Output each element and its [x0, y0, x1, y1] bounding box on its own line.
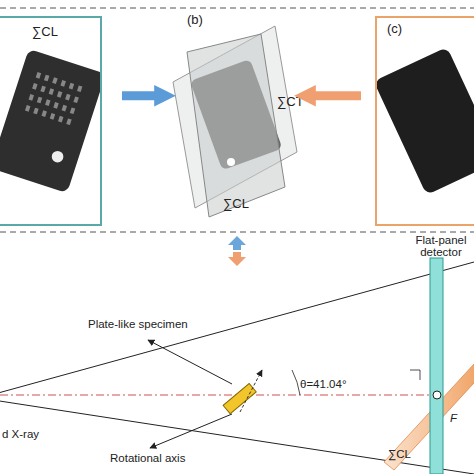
- flow-arrow: [122, 91, 165, 100]
- panel-label: (c): [387, 21, 402, 36]
- leader-line: [148, 340, 232, 384]
- separator-line: [0, 8, 474, 9]
- plane-label: ∑CT: [277, 94, 304, 109]
- detector-label: Flat-panel detector: [405, 234, 474, 258]
- right-angle-mark: [410, 370, 420, 380]
- plane-pair: (b) ∑CT ∑CL: [165, 12, 305, 222]
- specimen-image: [0, 18, 100, 224]
- double-arrow: [228, 236, 246, 266]
- plate-specimen: [223, 383, 256, 413]
- panel-label: (b): [187, 12, 203, 27]
- beam-line: [0, 262, 474, 398]
- leader-line: [150, 414, 232, 448]
- center-line: [0, 395, 437, 396]
- specimen-image: [377, 18, 474, 224]
- panel-box: (c): [375, 16, 474, 226]
- flat-panel-detector: [430, 258, 443, 474]
- source-label: d X-ray: [2, 428, 82, 440]
- point-label: F: [450, 412, 470, 424]
- panel-box: ∑CL: [0, 16, 102, 226]
- plane-label: ∑CL: [223, 196, 249, 211]
- rotation-center: [433, 391, 441, 399]
- flow-arrow: [305, 91, 361, 100]
- rotational-axis: [240, 370, 262, 412]
- axis-label: Rotational axis: [110, 452, 220, 464]
- beam-line: [0, 398, 474, 474]
- plane-label: ∑CL: [32, 24, 58, 39]
- angle-label: θ=41.04°: [300, 378, 390, 390]
- specimen-label: Plate-like specimen: [88, 318, 198, 330]
- separator-line: [0, 232, 474, 233]
- specimen-image: [165, 12, 305, 222]
- angle-arc: [292, 370, 300, 395]
- plane-label: ∑CL: [388, 448, 428, 460]
- cl-plane: [384, 364, 474, 470]
